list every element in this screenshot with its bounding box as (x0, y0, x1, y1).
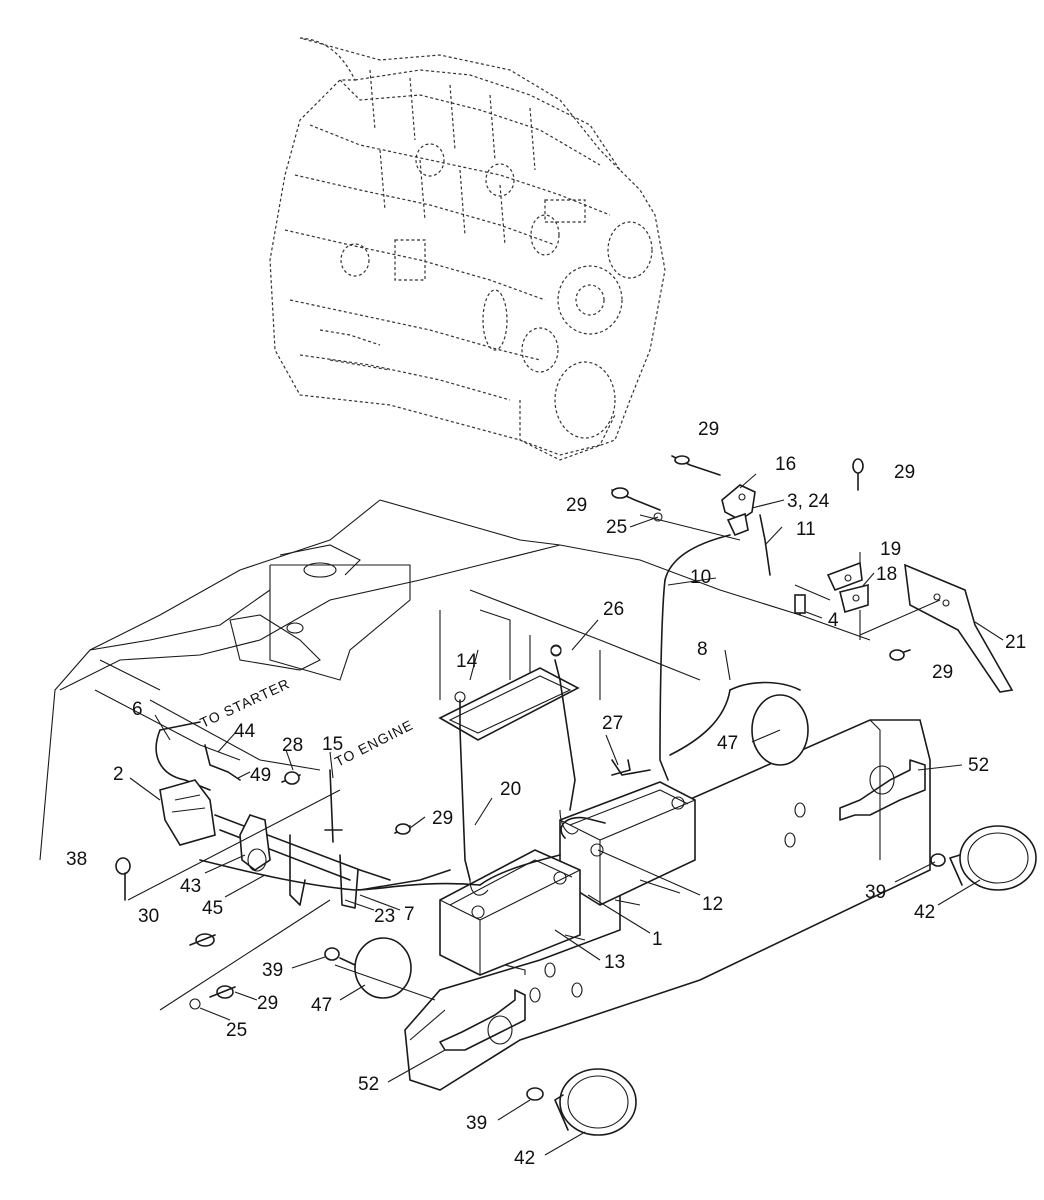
callout-45: 45 (202, 898, 223, 919)
callout-7: 7 (404, 904, 415, 925)
callout-26: 26 (603, 599, 624, 620)
callout-labels: 29 16 29 29 3, 24 25 11 19 18 10 4 21 26… (66, 419, 1026, 1169)
callout-42: 42 (514, 1148, 535, 1169)
battery-tray-bracket (438, 644, 580, 896)
top-bracket-switch (721, 484, 771, 576)
engine-phantom (269, 37, 666, 461)
callout-14: 14 (456, 651, 478, 672)
callout-47: 47 (311, 995, 332, 1016)
callout-leaders (129, 473, 1004, 1156)
truck-frame (39, 499, 871, 861)
callout-25: 25 (226, 1020, 247, 1041)
callout-11: 11 (796, 519, 816, 540)
callout-13: 13 (604, 952, 625, 973)
battery-hold-down (560, 816, 606, 839)
callout-30: 30 (138, 906, 159, 927)
callout-29: 29 (932, 662, 953, 683)
counterweight (404, 719, 931, 1091)
bolts (115, 455, 946, 1101)
callout-10: 10 (690, 567, 711, 588)
callout-16: 16 (775, 454, 796, 475)
callout-52: 52 (358, 1074, 379, 1095)
callout-25: 25 (606, 517, 627, 538)
callout-19: 19 (880, 539, 901, 560)
callout-1: 1 (652, 929, 663, 950)
callout-15: 15 (322, 734, 343, 755)
battery-cables (155, 534, 801, 891)
battery-right (559, 781, 696, 906)
callout-29: 29 (894, 462, 915, 483)
callout-20: 20 (500, 779, 521, 800)
callout-21: 21 (1005, 632, 1026, 653)
callout-29: 29 (432, 808, 453, 829)
note-to-engine: TO ENGINE (332, 716, 416, 769)
lamp-bracket-left (439, 989, 526, 1051)
callout-42: 42 (914, 902, 935, 923)
callout-29: 29 (566, 495, 587, 516)
callout-27: 27 (602, 713, 623, 734)
lamp-left (554, 1068, 637, 1136)
callout-2: 2 (113, 764, 124, 785)
callout-43: 43 (180, 876, 201, 897)
callout-29: 29 (257, 993, 278, 1014)
callout-44: 44 (234, 721, 256, 742)
callout-52: 52 (968, 755, 989, 776)
callout-38: 38 (66, 849, 87, 870)
lamp-right (949, 825, 1037, 891)
callout-28: 28 (282, 735, 303, 756)
battery-switch-bracket (159, 744, 391, 909)
callout-49: 49 (250, 765, 271, 786)
callout-47: 47 (717, 733, 738, 754)
callout-12: 12 (702, 894, 723, 915)
callout-29: 29 (698, 419, 719, 440)
callout-8: 8 (697, 639, 708, 660)
reflector-left (354, 937, 412, 999)
side-brackets (794, 561, 1014, 693)
callout-3-24: 3, 24 (787, 491, 830, 512)
explode-lines (127, 514, 941, 1011)
callout-39: 39 (865, 882, 886, 903)
callout-4: 4 (828, 610, 839, 631)
battery-left (439, 849, 586, 976)
callout-39: 39 (466, 1113, 487, 1134)
callout-18: 18 (876, 564, 897, 585)
callout-39: 39 (262, 960, 283, 981)
lamp-bracket-right (839, 759, 926, 821)
callout-6: 6 (132, 699, 143, 720)
callout-23: 23 (374, 906, 395, 927)
